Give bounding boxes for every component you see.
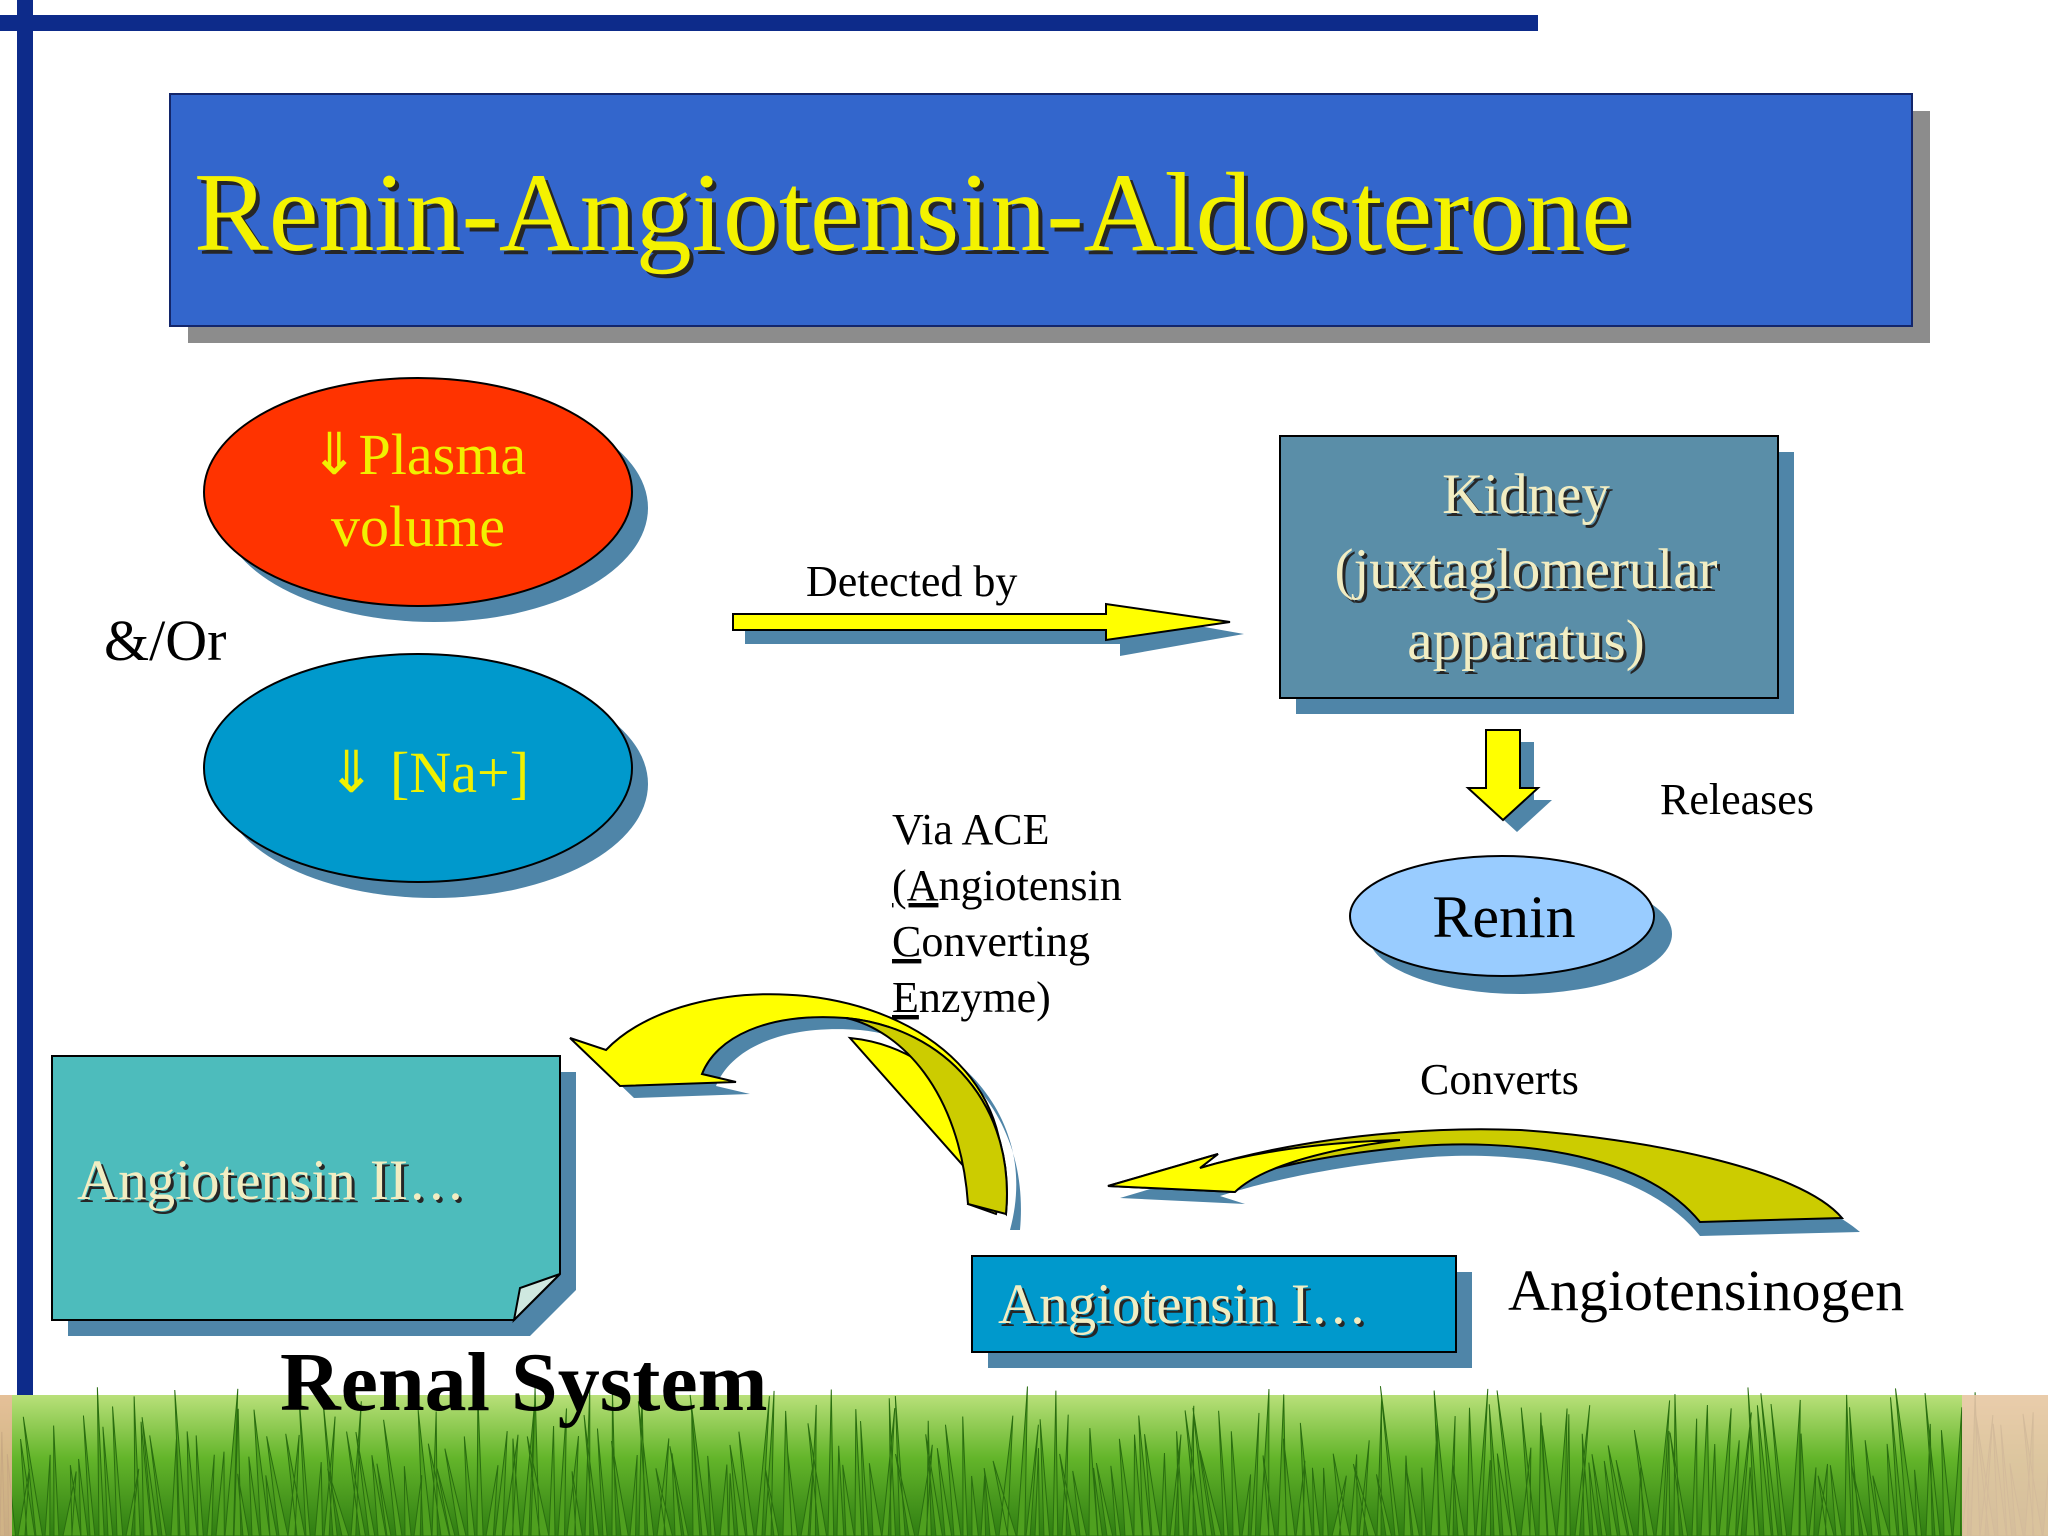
plasma-label-line1: ⇓Plasma	[310, 422, 526, 487]
via-ace-line3: Converting	[892, 917, 1090, 966]
frame-top-bar	[0, 15, 1538, 31]
plasma-label-line2: volume	[331, 494, 505, 559]
kidney-node: Kidney Kidney (juxtaglomerular (juxtaglo…	[1279, 435, 1794, 714]
renin-label: Renin	[1432, 884, 1575, 950]
angiotensinogen-label: Angiotensinogen	[1508, 1258, 1904, 1323]
footer-title: Renal System	[280, 1336, 768, 1429]
via-ace-line4: Enzyme)	[892, 973, 1051, 1022]
detected-by-arrow	[732, 602, 1244, 656]
via-ace-line1: Via ACE	[892, 805, 1049, 854]
angiotensin-ii-shadow: Angiotensin II…	[80, 1152, 468, 1215]
page-title: Renin-Angiotensin-Aldosterone	[194, 151, 1631, 275]
kidney-shadow-line3: apparatus)	[1410, 612, 1647, 675]
angiotensin-i-shadow: Angiotensin I…	[1001, 1276, 1370, 1339]
grass-decoration	[0, 1386, 2048, 1536]
frame-left-bar	[17, 0, 33, 1400]
via-ace-line2: (Angiotensin	[892, 861, 1122, 910]
kidney-shadow-line1: Kidney	[1445, 466, 1613, 529]
angiotensin-ii-node: Angiotensin II… Angiotensin II…	[51, 1055, 576, 1336]
title-shadow: Renin-Angiotensin-Aldosterone	[198, 155, 1635, 279]
sodium-label: ⇓ [Na+]	[327, 740, 529, 805]
via-ace-line3-underlined: C	[892, 917, 921, 966]
via-ace-line2-underlined: (A	[892, 861, 939, 910]
and-or-label: &/Or	[104, 608, 226, 673]
via-ace-line3-rest: onverting	[921, 917, 1090, 966]
converts-curved-arrow	[1107, 1128, 1860, 1236]
kidney-label-line1: Kidney	[1442, 463, 1610, 526]
plasma-volume-node: ⇓Plasma volume	[203, 377, 648, 622]
via-ace-label: Via ACE (Angiotensin Converting Enzyme)	[892, 805, 1122, 1022]
kidney-label-line3: apparatus)	[1407, 609, 1644, 672]
angiotensin-ii-label: Angiotensin II…	[77, 1149, 465, 1212]
ace-curved-arrow	[569, 993, 1021, 1230]
angiotensin-i-node: Angiotensin I… Angiotensin I…	[971, 1255, 1472, 1368]
via-ace-line2-rest: ngiotensin	[938, 861, 1121, 910]
title-box: Renin-Angiotensin-Aldosterone Renin-Angi…	[169, 93, 1930, 343]
detected-by-label: Detected by	[806, 557, 1017, 606]
angiotensin-i-label: Angiotensin I…	[998, 1273, 1367, 1336]
via-ace-line4-rest: nzyme)	[919, 973, 1051, 1022]
sodium-node: ⇓ [Na+]	[203, 653, 648, 898]
converts-label: Converts	[1420, 1055, 1579, 1104]
kidney-shadow-line2: (juxtaglomerular	[1337, 541, 1720, 604]
releases-label: Releases	[1660, 775, 1814, 824]
kidney-label-line2: (juxtaglomerular	[1334, 538, 1717, 601]
via-ace-line4-underlined: E	[892, 973, 919, 1022]
releases-arrow	[1465, 729, 1552, 832]
renin-node: Renin	[1349, 855, 1672, 994]
